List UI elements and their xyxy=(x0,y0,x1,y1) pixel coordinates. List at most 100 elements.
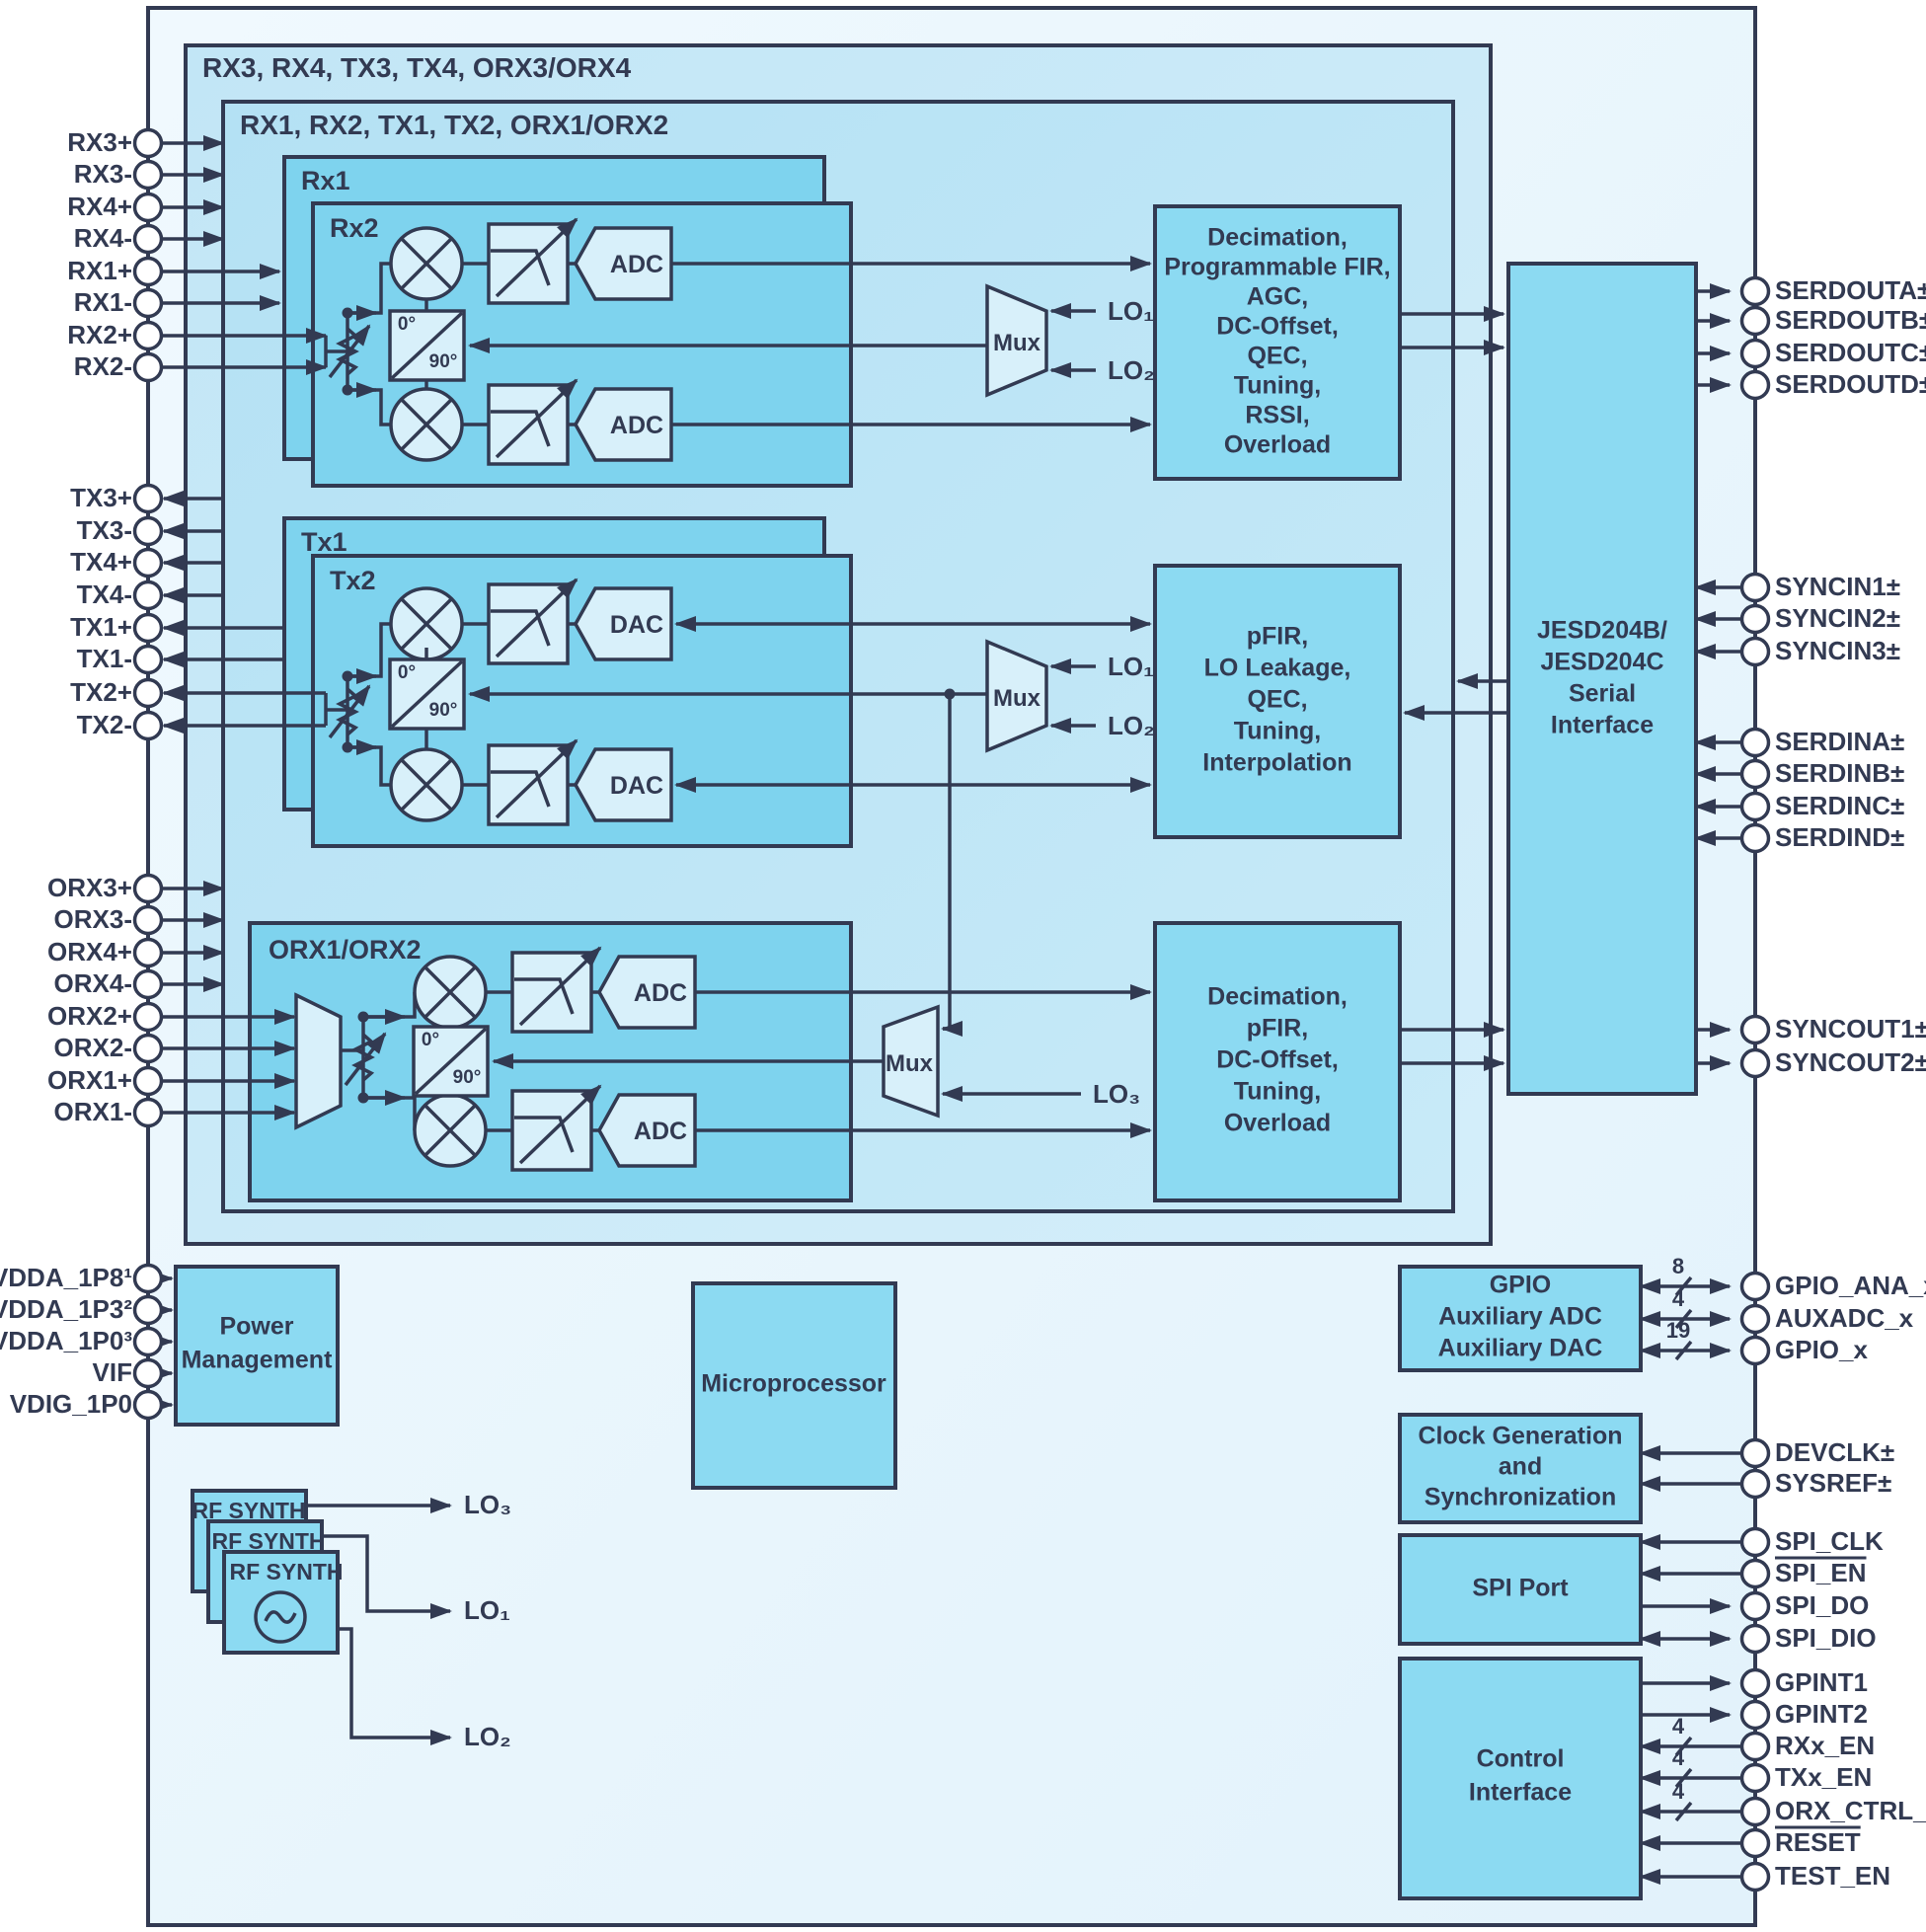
pin-circle-icon xyxy=(1739,1667,1771,1699)
rf-synth-label: RF SYNTH xyxy=(212,1528,326,1554)
pin-circle-icon xyxy=(132,127,164,159)
pin-label: SYNCIN3± xyxy=(1775,636,1900,665)
tx-lo1-label: LO₁ xyxy=(1108,652,1154,681)
rx-lo-mux: Mux LO₁ LO₂ xyxy=(468,283,1155,398)
pin-RX1+: RX1+ xyxy=(67,256,281,287)
orx-phase-splitter: 0° 90° xyxy=(412,1025,490,1098)
rf-synth-box-1 xyxy=(222,1550,340,1655)
pin-SERDINC±: SERDINC± xyxy=(1694,791,1904,822)
pin-SYNCIN1±: SYNCIN1± xyxy=(1694,572,1900,603)
pin-RX3+: RX3+ xyxy=(67,127,225,159)
tx-lo2-label: LO₂ xyxy=(1108,711,1155,740)
pin-label: TEST_EN xyxy=(1775,1861,1890,1891)
tx-dac-q: DAC xyxy=(573,747,673,822)
rx-attenuator-arrow-icon xyxy=(328,324,371,379)
pin-circle-icon xyxy=(132,612,164,644)
tx-dsp-line: QEC, xyxy=(1247,686,1307,714)
pin-label: ORX1- xyxy=(54,1097,132,1126)
clock-line: and xyxy=(1499,1453,1542,1481)
rx-row-wires xyxy=(462,262,576,426)
pin-SPI_DO: SPI_DO xyxy=(1641,1590,1869,1622)
pin-circle-icon xyxy=(132,1389,164,1421)
pin-label: SYNCIN1± xyxy=(1775,572,1900,601)
bus-width-label: 4 xyxy=(1672,1714,1685,1739)
rx-dsp-line: Overload xyxy=(1224,431,1331,459)
pin-circle-icon xyxy=(1739,1526,1771,1558)
pin-circle-icon xyxy=(1739,572,1771,603)
pin-circle-icon xyxy=(1739,727,1771,758)
rx-lo1-label: LO₁ xyxy=(1108,296,1154,326)
tx-dac-q-label: DAC xyxy=(610,772,663,800)
rx-dsp-line: DC-Offset, xyxy=(1216,313,1339,341)
pin-label: SPI_DIO xyxy=(1775,1623,1877,1653)
pin-label: ORX4+ xyxy=(47,937,132,966)
pin-VDDA_1P8¹: VDDA_1P8¹ xyxy=(0,1263,174,1294)
pin-label: RX3+ xyxy=(67,127,132,157)
tx2-label: Tx2 xyxy=(330,566,376,595)
lo1-out-wire xyxy=(322,1534,424,1613)
pin-label: SERDOUTB± xyxy=(1775,305,1926,335)
pin-VDIG_1P0: VDIG_1P0 xyxy=(10,1389,174,1421)
bus-width-label: 19 xyxy=(1666,1318,1690,1343)
pins-left: RX3+RX3-RX4+RX4-RX1+RX1-RX2+RX2-TX3+TX3-… xyxy=(0,127,328,1421)
pin-circle-icon xyxy=(132,351,164,383)
pin-label: SPI_CLK xyxy=(1775,1526,1884,1556)
gpio-line: Auxiliary ADC xyxy=(1438,1303,1602,1331)
tx-phase-90-label: 90° xyxy=(429,700,458,721)
pin-label: SPI_EN xyxy=(1775,1558,1867,1587)
pin-TX1-: TX1- xyxy=(77,644,284,675)
bus-width-label: 4 xyxy=(1672,1779,1685,1804)
pin-circle-icon xyxy=(1739,1623,1771,1655)
pin-label: TX4- xyxy=(77,580,132,609)
pin-circle-icon xyxy=(132,547,164,579)
orx-adc-q-label: ADC xyxy=(634,1118,687,1145)
pin-circle-icon xyxy=(132,937,164,968)
rf-synth-label: RF SYNTH xyxy=(193,1498,306,1523)
orx-dsp-line: pFIR, xyxy=(1247,1015,1309,1043)
pin-label: GPINT1 xyxy=(1775,1667,1868,1697)
bus-slash-icon xyxy=(1674,1736,1693,1757)
pin-label: TX1- xyxy=(77,644,132,673)
orx-dsp-line: Overload xyxy=(1224,1110,1331,1137)
pin-circle-icon xyxy=(132,515,164,547)
pin-circle-icon xyxy=(132,1065,164,1097)
bus-width-label: 4 xyxy=(1672,1286,1685,1311)
pin-RESET: RESET xyxy=(1639,1827,1861,1859)
pin-circle-icon xyxy=(132,677,164,709)
pin-ORX1+: ORX1+ xyxy=(47,1065,296,1097)
bus-slash-icon xyxy=(1674,1308,1693,1330)
rx-dsp-line: AGC, xyxy=(1247,283,1309,311)
rx-lo2-label: LO₂ xyxy=(1108,355,1155,385)
pin-label: SERDOUTA± xyxy=(1775,275,1926,305)
bus-width-label: 4 xyxy=(1672,1745,1685,1770)
pin-label: RX4+ xyxy=(67,192,132,221)
pin-DEVCLK±: DEVCLK± xyxy=(1639,1437,1894,1469)
pin-TX3+: TX3+ xyxy=(70,483,223,514)
tx-vga-i-icon xyxy=(487,578,578,665)
pin-circle-icon xyxy=(132,710,164,741)
lo2-out-wire xyxy=(338,1627,424,1739)
pin-label: SYNCOUT1± xyxy=(1775,1014,1926,1043)
orx-adc-q: ADC xyxy=(596,1093,697,1168)
tx-phase-0-label: 0° xyxy=(398,662,416,683)
pin-ORX4+: ORX4+ xyxy=(47,937,225,968)
pin-circle-icon xyxy=(132,287,164,319)
tx-chain: Tx1 Tx2 0° 90° xyxy=(282,516,1155,848)
orx-mixer-q-icon xyxy=(413,1093,488,1168)
pin-circle-icon xyxy=(132,320,164,351)
pin-circle-icon xyxy=(132,1357,164,1389)
tx-dsp-block: pFIR, LO Leakage, QEC, Tuning, Interpola… xyxy=(1153,564,1402,839)
pin-label: GPIO_x xyxy=(1775,1335,1868,1364)
pin-circle-icon xyxy=(1739,1731,1771,1762)
bus-slash-icon xyxy=(1674,1340,1693,1361)
pin-label: TX2- xyxy=(77,710,132,739)
orx-adc-i: ADC xyxy=(596,955,697,1030)
pin-ORX2+: ORX2+ xyxy=(47,1001,296,1033)
tx-vga-q-icon xyxy=(487,738,578,826)
lo2-out-label: LO₂ xyxy=(464,1722,511,1751)
pin-label: ORX2+ xyxy=(47,1001,132,1031)
pin-SYNCOUT1±: SYNCOUT1± xyxy=(1696,1014,1926,1045)
